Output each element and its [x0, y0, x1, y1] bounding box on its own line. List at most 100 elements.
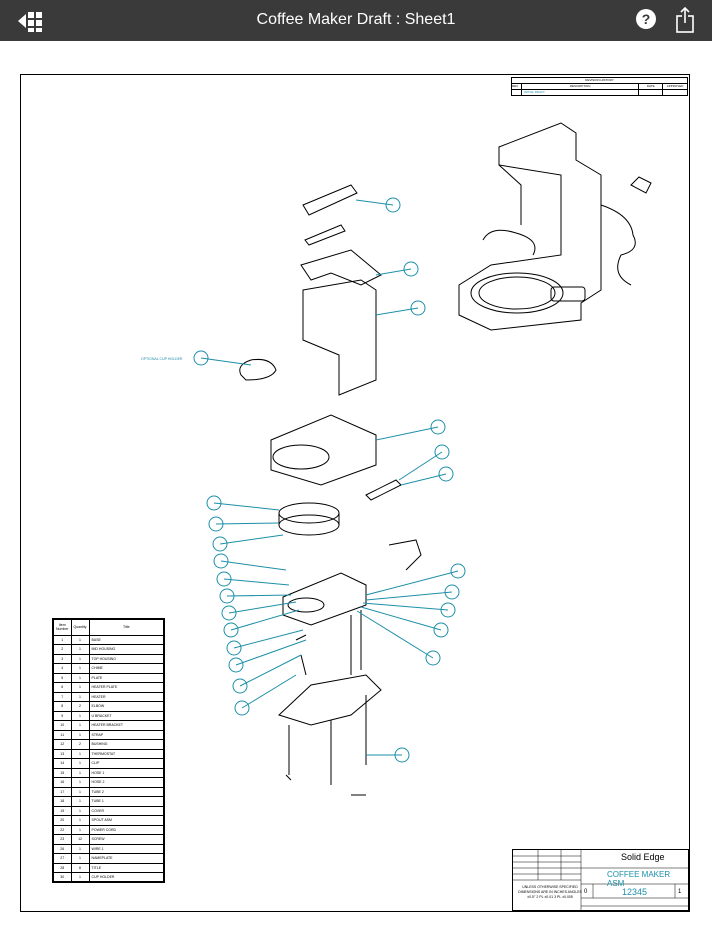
- bom-title: SCREW: [88, 834, 165, 845]
- bom-item-number: 28: [52, 862, 72, 873]
- drawing-sheet: REVISION HISTORY REV DESCRIPTION DATE AP…: [20, 74, 690, 912]
- bom-item-number: 7: [52, 691, 72, 702]
- bom-item-number: 22: [52, 824, 72, 835]
- bom-item-number: 9: [52, 710, 72, 721]
- rev-col-approved: APPROVED: [666, 84, 684, 88]
- bom-item-number: 15: [52, 767, 72, 778]
- bom-item-number: 2: [52, 644, 72, 655]
- bom-title: STRAP: [88, 729, 165, 740]
- tolerance-note: UNLESS OTHERWISE SPECIFIED DIMENSIONS AR…: [518, 885, 582, 899]
- bom-item-number: 20: [52, 815, 72, 826]
- bom-header-quantity: Quantity: [70, 618, 90, 636]
- bom-title: HEATER BRACKET: [88, 720, 165, 731]
- bom-quantity: 2: [70, 739, 90, 750]
- bom-title: HEATER: [88, 691, 165, 702]
- bom-title: TUBE 2: [88, 786, 165, 797]
- bom-quantity: 2: [70, 701, 90, 712]
- bom-item-number: 12: [52, 739, 72, 750]
- bom-quantity: 1: [70, 634, 90, 645]
- bom-quantity: 1: [70, 663, 90, 674]
- company-name: Solid Edge: [621, 852, 665, 862]
- bom-item-number: 3: [52, 653, 72, 664]
- title-block: [512, 849, 690, 912]
- bom-title: THERMOSTAT: [88, 748, 165, 759]
- drawing-title: COFFEE MAKER ASM: [607, 870, 671, 888]
- bom-quantity: 1: [70, 786, 90, 797]
- bom-quantity: 1: [70, 748, 90, 759]
- rev-col-date: DATE: [639, 84, 664, 89]
- bom-quantity: 8: [70, 862, 90, 873]
- bom-quantity: 1: [70, 720, 90, 731]
- help-icon[interactable]: ?: [636, 9, 656, 29]
- bom-item-number: 11: [52, 729, 72, 740]
- sheet-number: 1: [678, 889, 682, 895]
- bom-title: CUP HOLDER: [88, 872, 165, 883]
- drawing-number: 12345: [622, 887, 648, 897]
- bom-header-title: Title: [88, 618, 165, 636]
- bom-item-number: 26: [52, 843, 72, 854]
- bom-title: TITLE: [88, 862, 165, 873]
- part-mid-housing: [270, 414, 377, 486]
- revision-table: REVISION HISTORY REV DESCRIPTION DATE AP…: [511, 77, 688, 96]
- part-top-cover: [302, 184, 358, 216]
- bom-title: ELBOW: [88, 701, 165, 712]
- bom-quantity: 1: [70, 767, 90, 778]
- bom-title: BUSHING: [88, 739, 165, 750]
- part-base: [278, 674, 382, 726]
- bom-quantity: 1: [70, 672, 90, 683]
- bom-quantity: 1: [70, 682, 90, 693]
- bom-title: HOSE 1: [88, 767, 165, 778]
- bom-quantity: 1: [70, 691, 90, 702]
- bom-title: U BRACKET: [88, 710, 165, 721]
- bom-title: CHIME: [88, 663, 165, 674]
- bom-item-number: 8: [52, 701, 72, 712]
- bom-title: HOSE 2: [88, 777, 165, 788]
- bom-quantity: 1: [70, 710, 90, 721]
- bom-item-number: 30: [52, 872, 72, 883]
- bom-title: POWER CORD: [88, 824, 165, 835]
- bom-quantity: 1: [70, 805, 90, 816]
- bom-item-number: 14: [52, 758, 72, 769]
- revision-number: 0: [584, 889, 588, 895]
- bom-item-number: 4: [52, 663, 72, 674]
- revision-header: REVISION HISTORY: [512, 78, 687, 84]
- top-bar: Coffee Maker Draft : Sheet1 ?: [0, 0, 712, 41]
- bom-header-item: Item Number: [52, 618, 72, 636]
- bom-title: TOP HOUSING: [88, 653, 165, 664]
- bom-item-number: 13: [52, 748, 72, 759]
- bom-quantity: 1: [70, 824, 90, 835]
- optional-cup-holder-label: OPTIONAL CUP HOLDER: [141, 357, 183, 361]
- document-title: Coffee Maker Draft : Sheet1: [256, 11, 456, 28]
- assembled-coffee-maker: [458, 122, 652, 331]
- bom-item-number: 27: [52, 853, 72, 864]
- bom-item-number: 1: [52, 634, 72, 645]
- bom-title: TUBE 1: [88, 796, 165, 807]
- bom-title: HEATER PLATE: [88, 682, 165, 693]
- bom-quantity: 1: [70, 758, 90, 769]
- drawing-canvas[interactable]: REVISION HISTORY REV DESCRIPTION DATE AP…: [0, 41, 712, 950]
- bom-quantity: 1: [70, 653, 90, 664]
- bom-quantity: 1: [70, 843, 90, 854]
- back-grid-icon[interactable]: [16, 9, 56, 33]
- bom-title: COVER: [88, 805, 165, 816]
- share-icon[interactable]: [674, 6, 696, 34]
- bom-title: SPOUT ASM: [88, 815, 165, 826]
- exploded-view-drawing: [193, 122, 652, 796]
